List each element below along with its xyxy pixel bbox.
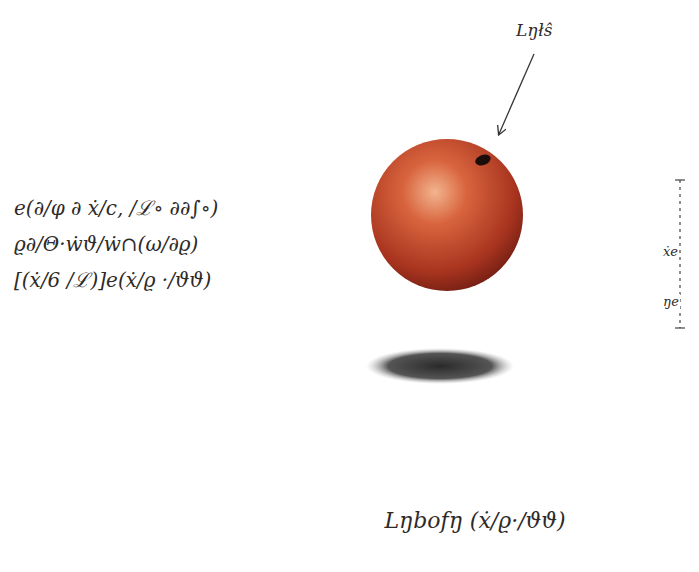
pointer-arrow: [499, 54, 534, 134]
sphere-spot: [474, 153, 492, 168]
pointer-label: Lŋłŝ: [516, 20, 552, 40]
formula-line: [(ẋ/6 /ℒ)]e(ẋ/ϱ ·/ϑϑ): [14, 268, 211, 292]
floor-shadow: [366, 348, 514, 384]
formula-line: ϱ∂/Θ·ẇϑ/ẇ∩(ω/∂ϱ): [14, 232, 198, 256]
scale-label: ŋe: [662, 294, 680, 310]
caption: Lŋbofŋ (ẋ/ϱ·/ϑϑ): [384, 508, 565, 534]
floating-sphere: [371, 139, 523, 291]
formula-line: e(∂/φ ∂ ẋ/c, /ℒ∘ ∂∂∫∘): [14, 196, 218, 220]
scale-label: ẋe: [662, 244, 679, 260]
